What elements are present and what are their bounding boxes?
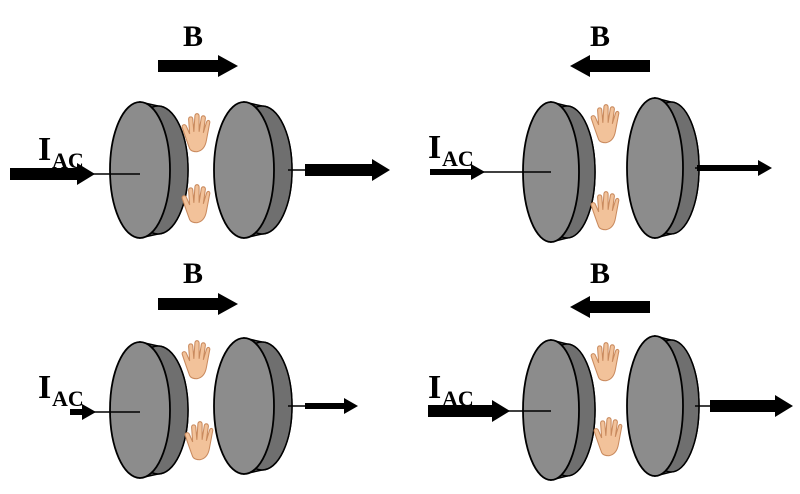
right-plate-face (213, 101, 275, 239)
right-plate (626, 97, 700, 239)
current-label-main: I (428, 369, 441, 406)
open-hand-icon (590, 191, 620, 231)
field-label: B (590, 257, 610, 290)
current-label-main: I (428, 129, 441, 166)
current-label-main: I (38, 369, 51, 406)
open-hand-icon (593, 417, 623, 457)
field-label: B (183, 20, 203, 53)
field-arrow (570, 296, 650, 318)
output-current-arrow (305, 159, 390, 181)
right-plate-face (213, 337, 275, 475)
open-hand-icon (590, 104, 620, 144)
right-plate (213, 101, 293, 239)
input-current-arrow (430, 164, 485, 180)
output-current-arrow (710, 395, 793, 417)
right-plate-face (626, 97, 684, 239)
right-plate (626, 335, 700, 477)
current-label-main: I (38, 131, 51, 168)
field-arrow (570, 55, 650, 77)
output-current-arrow (305, 398, 358, 414)
left-plate-face (522, 339, 580, 481)
left-plate (109, 341, 189, 479)
left-plate-face (109, 101, 171, 239)
left-plate-face (109, 341, 171, 479)
right-plate-face (626, 335, 684, 477)
current-label-sub: AC (442, 146, 474, 171)
open-hand-icon (184, 421, 214, 461)
field-arrow (158, 55, 238, 77)
field-arrow (158, 293, 238, 315)
input-current-arrow (10, 163, 95, 185)
input-current-arrow (428, 400, 510, 422)
open-hand-icon (181, 340, 211, 380)
field-label: B (590, 20, 610, 53)
field-label: B (183, 257, 203, 290)
left-plate (522, 339, 596, 481)
left-plate (109, 101, 189, 239)
current-label-sub: AC (52, 386, 84, 411)
output-current-arrow (697, 160, 772, 176)
open-hand-icon (590, 342, 620, 382)
input-current-arrow (70, 404, 96, 420)
right-plate (213, 337, 293, 475)
